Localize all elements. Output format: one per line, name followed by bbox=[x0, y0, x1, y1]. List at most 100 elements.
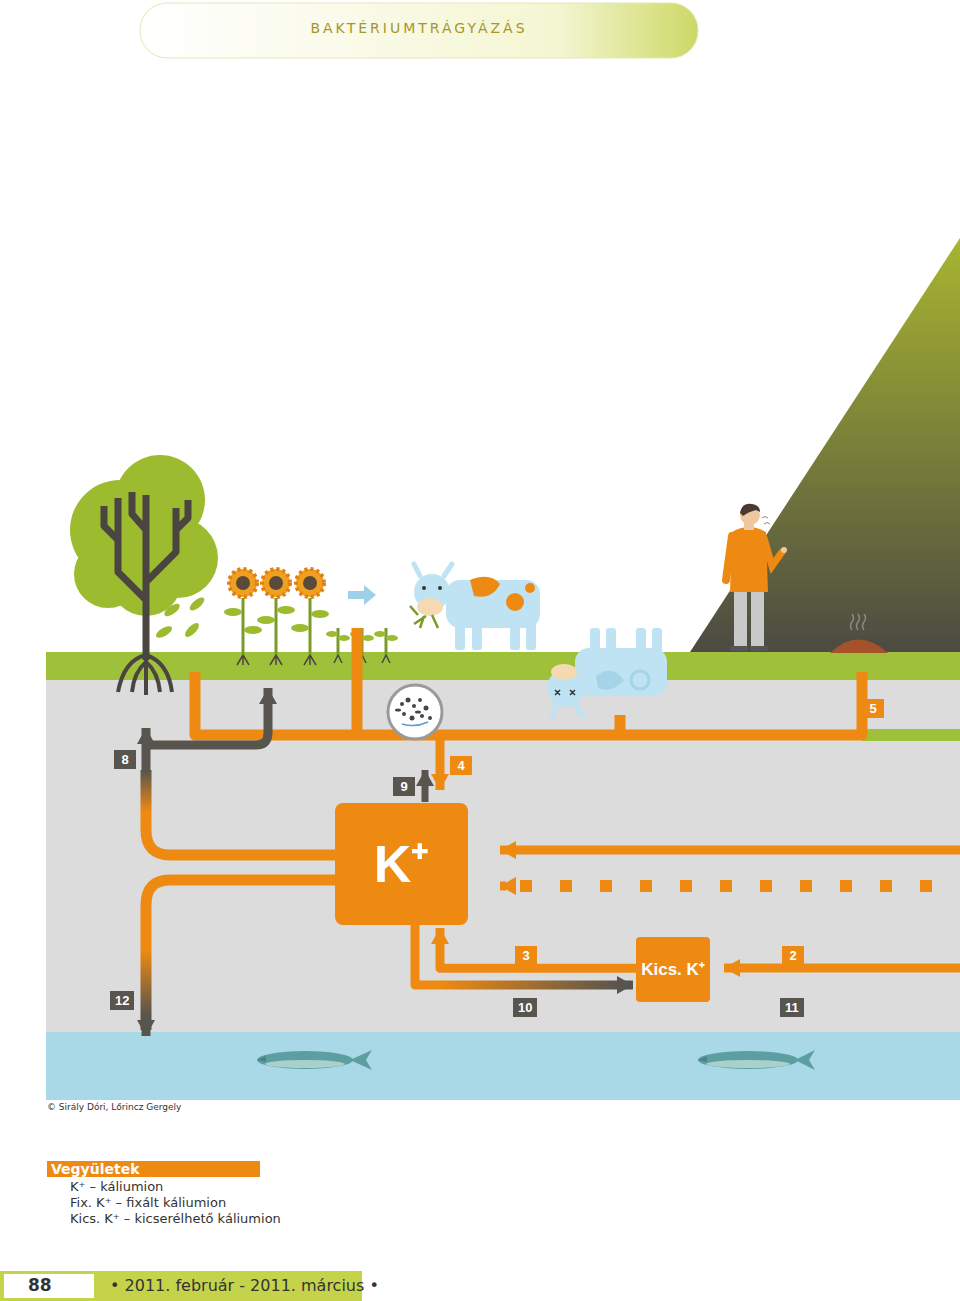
bacteria-lens bbox=[395, 709, 401, 712]
dead-cow bbox=[631, 671, 649, 689]
sunflowers bbox=[277, 606, 295, 614]
bacteria-lens bbox=[402, 712, 406, 716]
fish bbox=[257, 1051, 353, 1069]
sunflowers bbox=[262, 569, 290, 597]
sunflowers bbox=[386, 635, 398, 641]
cow bbox=[422, 586, 426, 590]
pipes bbox=[146, 880, 335, 1030]
bacteria-lens bbox=[395, 698, 432, 721]
dead-cow bbox=[606, 628, 616, 654]
dead-cow bbox=[547, 628, 667, 716]
legend-entry: Fix. K⁺ – fixált káliumion bbox=[70, 1195, 226, 1210]
sunflowers bbox=[244, 626, 262, 634]
person bbox=[734, 588, 747, 648]
legend-entry: K⁺ – káliumion bbox=[70, 1179, 163, 1194]
callout-number: 11 bbox=[780, 998, 804, 1017]
sunflowers bbox=[303, 576, 317, 590]
tree bbox=[154, 595, 206, 640]
exchangeable-potassium-box: Kics. K⁺ bbox=[636, 937, 710, 1002]
pipes bbox=[195, 672, 862, 735]
cow bbox=[414, 564, 452, 576]
dead-cow bbox=[555, 690, 575, 695]
pipes bbox=[146, 628, 960, 1036]
dead-cow bbox=[551, 664, 577, 680]
fish bbox=[795, 1050, 815, 1070]
sunflowers bbox=[224, 606, 398, 641]
pipes bbox=[436, 738, 445, 790]
cow bbox=[470, 577, 500, 597]
tree bbox=[118, 655, 172, 695]
callout-number: 2 bbox=[782, 946, 804, 965]
sunflowers bbox=[374, 631, 386, 637]
tree bbox=[188, 595, 207, 613]
sunflowers bbox=[338, 635, 350, 641]
sunflowers bbox=[243, 598, 310, 655]
sunflowers bbox=[269, 576, 283, 590]
bacteria-lens bbox=[410, 716, 415, 721]
flow-connector bbox=[440, 928, 636, 968]
sunflowers bbox=[296, 569, 324, 597]
cow bbox=[525, 583, 535, 593]
tree bbox=[104, 492, 188, 660]
cow bbox=[410, 606, 438, 628]
sunflowers bbox=[229, 569, 324, 597]
fish bbox=[265, 1060, 345, 1068]
copyright: © Sirály Dóri, Lőrincz Gergely bbox=[47, 1102, 181, 1112]
sunflowers bbox=[224, 569, 398, 665]
cow bbox=[506, 593, 524, 611]
sunflowers bbox=[229, 569, 257, 597]
callout-number: 3 bbox=[515, 946, 537, 965]
dead-cow bbox=[652, 628, 662, 654]
sunflowers bbox=[237, 655, 390, 665]
tree bbox=[70, 455, 218, 695]
pipes bbox=[520, 880, 960, 892]
sunflowers bbox=[224, 608, 242, 616]
callout-number: 8 bbox=[114, 750, 136, 769]
sunflowers bbox=[291, 624, 309, 632]
dead-cow bbox=[590, 628, 600, 654]
issue-date: • 2011. február - 2011. március • bbox=[110, 1276, 379, 1295]
pipes bbox=[500, 882, 506, 891]
dead-cow bbox=[636, 628, 646, 654]
cow bbox=[510, 620, 520, 650]
cow bbox=[526, 620, 536, 650]
flow-connector bbox=[415, 925, 633, 985]
flow-arrow bbox=[348, 585, 376, 605]
bacteria-lens bbox=[388, 685, 442, 739]
bacteria-lens bbox=[428, 716, 432, 720]
cow bbox=[438, 586, 442, 590]
sunflowers bbox=[236, 576, 250, 590]
bacteria-lens bbox=[420, 714, 424, 718]
callout-number: 10 bbox=[513, 998, 537, 1017]
fish bbox=[698, 1051, 798, 1069]
node-label: Kics. K⁺ bbox=[641, 959, 705, 980]
landscape bbox=[46, 1032, 960, 1100]
tree bbox=[183, 621, 201, 639]
dead-cow bbox=[596, 671, 624, 690]
sunflowers bbox=[243, 598, 386, 655]
legend-entry: Kics. K⁺ – kicserélhető káliumion bbox=[70, 1211, 281, 1226]
landscape bbox=[690, 238, 960, 652]
callout-number: 5 bbox=[862, 699, 884, 718]
cow bbox=[410, 564, 540, 650]
callout-number: 9 bbox=[393, 777, 415, 796]
dead-cow bbox=[552, 705, 582, 716]
potassium-pool-box: K⁺ bbox=[335, 803, 468, 925]
fish bbox=[706, 1060, 790, 1068]
cow bbox=[417, 598, 443, 616]
pipes bbox=[142, 1020, 151, 1036]
person bbox=[781, 547, 787, 553]
bacteria-lens bbox=[424, 706, 429, 711]
pipes bbox=[422, 770, 429, 802]
sunflowers bbox=[257, 616, 275, 624]
title-pill bbox=[140, 3, 698, 58]
bacteria-lens bbox=[406, 698, 411, 703]
bacteria-lens bbox=[412, 704, 416, 708]
person bbox=[730, 646, 748, 651]
manure-pile bbox=[851, 614, 866, 630]
bacteria-lens bbox=[400, 702, 404, 706]
sunflowers bbox=[311, 610, 329, 618]
pipes bbox=[724, 964, 960, 973]
page-title: BAKTÉRIUMTRÁGYÁZÁS bbox=[140, 20, 698, 36]
